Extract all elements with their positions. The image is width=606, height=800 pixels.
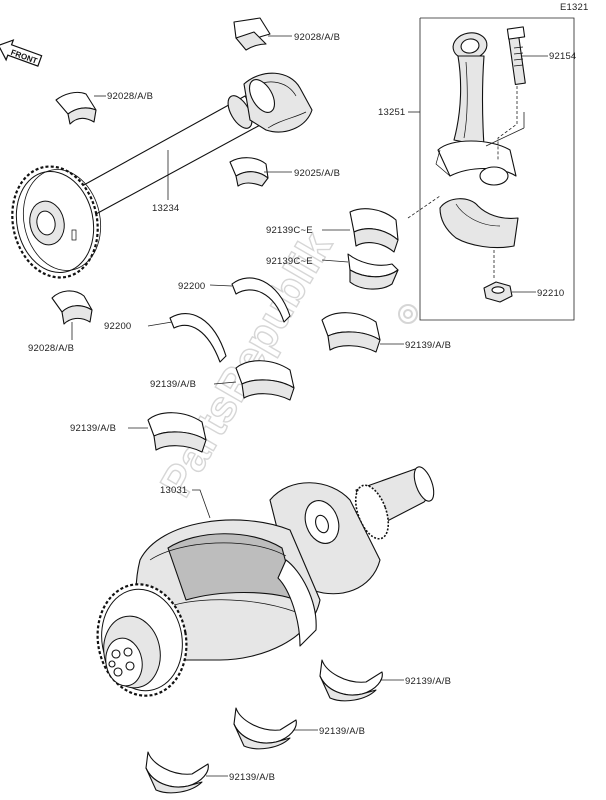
label-92139ab-6: 92139/A/B xyxy=(229,772,275,783)
label-92200-lower: 92200 xyxy=(104,321,131,332)
bearing-shell-92139ce-upper xyxy=(349,208,399,253)
label-13234: 13234 xyxy=(152,203,179,214)
balancer-gear xyxy=(11,165,102,279)
front-arrow-icon: FRONT xyxy=(0,39,43,67)
bearing-shell-92028-left xyxy=(55,91,97,125)
bearing-shell-92028-top xyxy=(233,17,271,51)
label-92028-left: 92028/A/B xyxy=(107,91,153,102)
bearing-shell-92139ab-1 xyxy=(321,312,381,353)
label-92154: 92154 xyxy=(549,51,576,62)
crank-gear xyxy=(96,583,188,697)
leader-lines xyxy=(94,35,548,777)
label-92139ab-3: 92139/A/B xyxy=(70,423,116,434)
label-92139ce-lower: 92139C~E xyxy=(266,256,313,267)
bearing-shell-92139ab-2 xyxy=(235,360,295,401)
diagram-code: E1321 xyxy=(560,2,588,13)
bearing-shell-92139ab-5 xyxy=(233,707,297,750)
bearing-shell-92025 xyxy=(229,157,269,187)
label-92210: 92210 xyxy=(537,288,564,299)
crankshaft xyxy=(96,466,435,697)
label-13251: 13251 xyxy=(378,107,405,118)
watermark-gear-icon xyxy=(398,304,418,324)
label-92025: 92025/A/B xyxy=(294,168,340,179)
label-92139ab-2: 92139/A/B xyxy=(150,379,196,390)
balancer-shaft xyxy=(11,72,313,279)
bearing-shell-92139ab-4 xyxy=(319,659,383,702)
connecting-rod xyxy=(435,26,526,303)
label-92139ab-4: 92139/A/B xyxy=(405,676,451,687)
label-92200-upper: 92200 xyxy=(178,281,205,292)
label-92028-lower: 92028/A/B xyxy=(28,343,74,354)
conrod-group-box xyxy=(419,17,575,321)
label-92139ab-1: 92139/A/B xyxy=(405,340,451,351)
label-92139ab-5: 92139/A/B xyxy=(319,726,365,737)
label-92139ce-upper: 92139C~E xyxy=(266,225,313,236)
bearing-shell-92028-lower xyxy=(51,290,93,325)
thrust-washer-lower xyxy=(169,313,227,363)
bearing-shell-92139ce-lower xyxy=(347,253,399,290)
bearing-shell-92139ab-3 xyxy=(147,412,207,453)
label-13031: 13031 xyxy=(160,485,187,496)
thrust-washer-upper xyxy=(231,277,291,323)
bearing-shell-92139ab-6 xyxy=(145,751,209,794)
label-92028-top: 92028/A/B xyxy=(294,32,340,43)
